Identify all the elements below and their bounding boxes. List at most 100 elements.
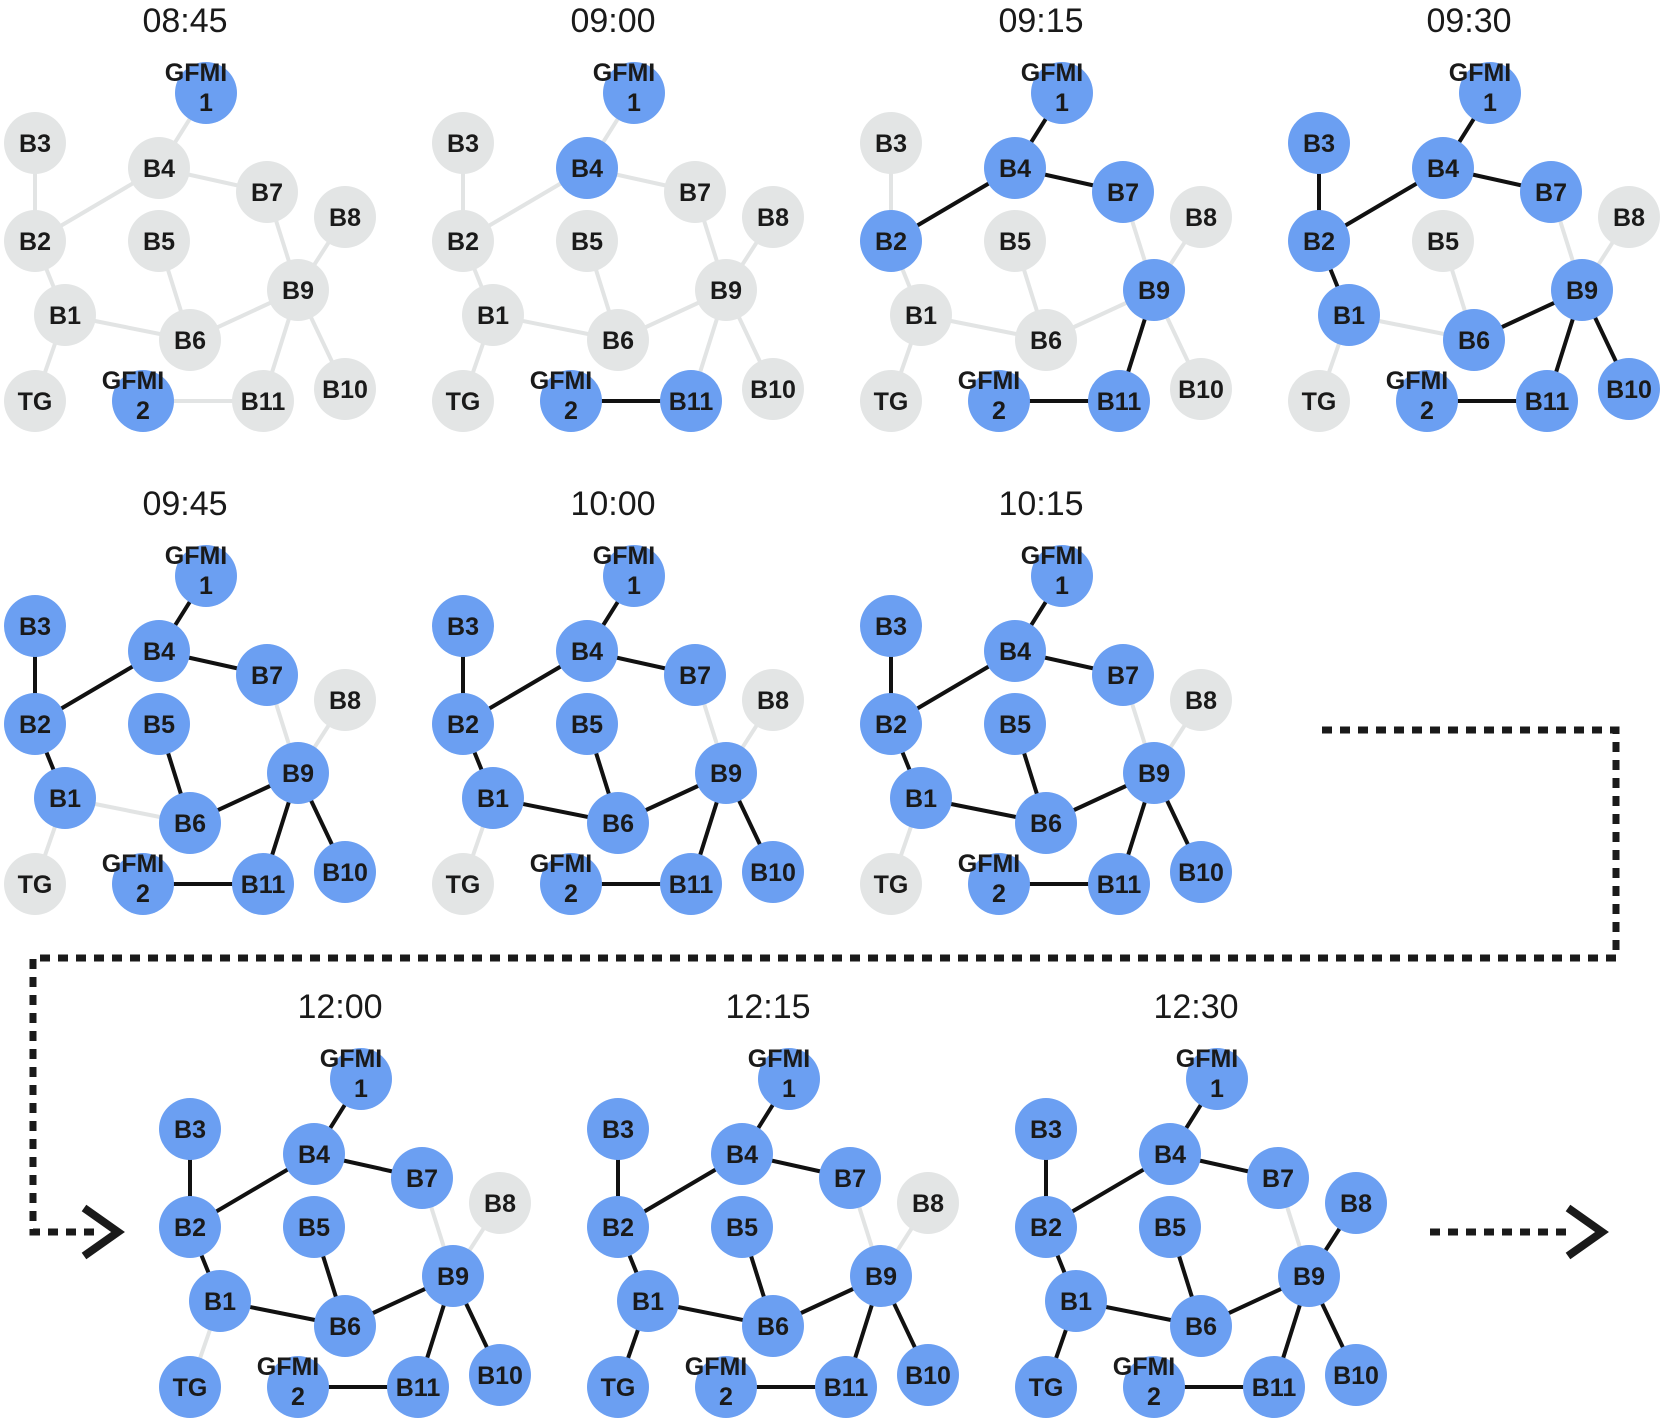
node-tg: TG bbox=[4, 853, 66, 915]
node-label: B4 bbox=[1427, 155, 1459, 183]
node-b1: B1 bbox=[462, 284, 524, 346]
node-b11: B11 bbox=[1516, 370, 1578, 432]
node-b10: B10 bbox=[314, 841, 376, 903]
node-label: B9 bbox=[1566, 277, 1598, 305]
node-label: B2 bbox=[447, 711, 479, 739]
node-label: B6 bbox=[174, 327, 206, 355]
node-label: TG bbox=[1029, 1374, 1064, 1402]
node-label: TG bbox=[18, 388, 53, 416]
node-label: B6 bbox=[757, 1313, 789, 1341]
node-b4: B4 bbox=[556, 620, 618, 682]
node-label: B11 bbox=[396, 1374, 441, 1402]
node-label: GFMI bbox=[1176, 1045, 1239, 1073]
node-label: B2 bbox=[875, 711, 907, 739]
node-label: B3 bbox=[875, 613, 907, 641]
node-label: B5 bbox=[1154, 1214, 1186, 1242]
node-label: B11 bbox=[1525, 388, 1570, 416]
node-b5: B5 bbox=[128, 693, 190, 755]
node-label: B8 bbox=[757, 204, 789, 232]
node-label: B7 bbox=[1535, 179, 1567, 207]
node-b1: B1 bbox=[462, 767, 524, 829]
node-label: B7 bbox=[251, 662, 283, 690]
node-b7: B7 bbox=[819, 1147, 881, 1209]
node-b6: B6 bbox=[1170, 1295, 1232, 1357]
node-b7: B7 bbox=[1092, 644, 1154, 706]
node-label: B7 bbox=[834, 1165, 866, 1193]
node-label: B10 bbox=[1606, 376, 1652, 404]
node-b3: B3 bbox=[860, 595, 922, 657]
node-b3: B3 bbox=[1015, 1098, 1077, 1160]
node-label: GFMI bbox=[1021, 542, 1084, 570]
node-b7: B7 bbox=[1092, 161, 1154, 223]
node-b9: B9 bbox=[267, 259, 329, 321]
node-label: B2 bbox=[19, 228, 51, 256]
node-label: B9 bbox=[710, 277, 742, 305]
node-label: B1 bbox=[632, 1288, 664, 1316]
node-label: 2 bbox=[719, 1383, 733, 1411]
node-label: GFMI bbox=[958, 367, 1021, 395]
time-label: 09:15 bbox=[998, 2, 1083, 40]
node-label: B6 bbox=[1185, 1313, 1217, 1341]
node-b6: B6 bbox=[314, 1295, 376, 1357]
node-b9: B9 bbox=[695, 742, 757, 804]
node-label: B11 bbox=[1097, 871, 1142, 899]
node-tg: TG bbox=[159, 1356, 221, 1418]
node-label: 1 bbox=[627, 572, 641, 600]
node-b8: B8 bbox=[742, 669, 804, 731]
node-tg: TG bbox=[432, 853, 494, 915]
node-label: B1 bbox=[49, 302, 81, 330]
node-label: B11 bbox=[824, 1374, 869, 1402]
node-b5: B5 bbox=[984, 693, 1046, 755]
node-label: TG bbox=[173, 1374, 208, 1402]
node-b7: B7 bbox=[664, 161, 726, 223]
time-label: 10:00 bbox=[570, 485, 655, 523]
node-label: TG bbox=[874, 388, 909, 416]
node-b10: B10 bbox=[742, 841, 804, 903]
node-label: B4 bbox=[999, 155, 1031, 183]
node-label: 1 bbox=[199, 89, 213, 117]
node-b1: B1 bbox=[189, 1270, 251, 1332]
node-b2: B2 bbox=[159, 1196, 221, 1258]
node-b5: B5 bbox=[984, 210, 1046, 272]
node-label: B1 bbox=[1060, 1288, 1092, 1316]
node-label: B3 bbox=[1030, 1116, 1062, 1144]
node-label: TG bbox=[446, 871, 481, 899]
node-b2: B2 bbox=[860, 210, 922, 272]
node-b10: B10 bbox=[1598, 358, 1660, 420]
node-b8: B8 bbox=[897, 1172, 959, 1234]
node-label: B4 bbox=[999, 638, 1031, 666]
node-tg: TG bbox=[1288, 370, 1350, 432]
node-b2: B2 bbox=[4, 210, 66, 272]
node-label: B2 bbox=[174, 1214, 206, 1242]
node-b4: B4 bbox=[128, 620, 190, 682]
node-b11: B11 bbox=[660, 853, 722, 915]
node-label: B6 bbox=[329, 1313, 361, 1341]
node-b9: B9 bbox=[1278, 1245, 1340, 1307]
node-tg: TG bbox=[4, 370, 66, 432]
node-label: GFMI bbox=[685, 1353, 748, 1381]
node-b4: B4 bbox=[556, 137, 618, 199]
node-label: B5 bbox=[726, 1214, 758, 1242]
node-b9: B9 bbox=[1123, 259, 1185, 321]
node-label: B5 bbox=[999, 711, 1031, 739]
node-b7: B7 bbox=[236, 644, 298, 706]
node-label: B8 bbox=[1613, 204, 1645, 232]
node-b5: B5 bbox=[128, 210, 190, 272]
node-label: B10 bbox=[322, 376, 368, 404]
node-label: B8 bbox=[757, 687, 789, 715]
node-label: 2 bbox=[291, 1383, 305, 1411]
node-b4: B4 bbox=[1412, 137, 1474, 199]
node-label: GFMI bbox=[1386, 367, 1449, 395]
